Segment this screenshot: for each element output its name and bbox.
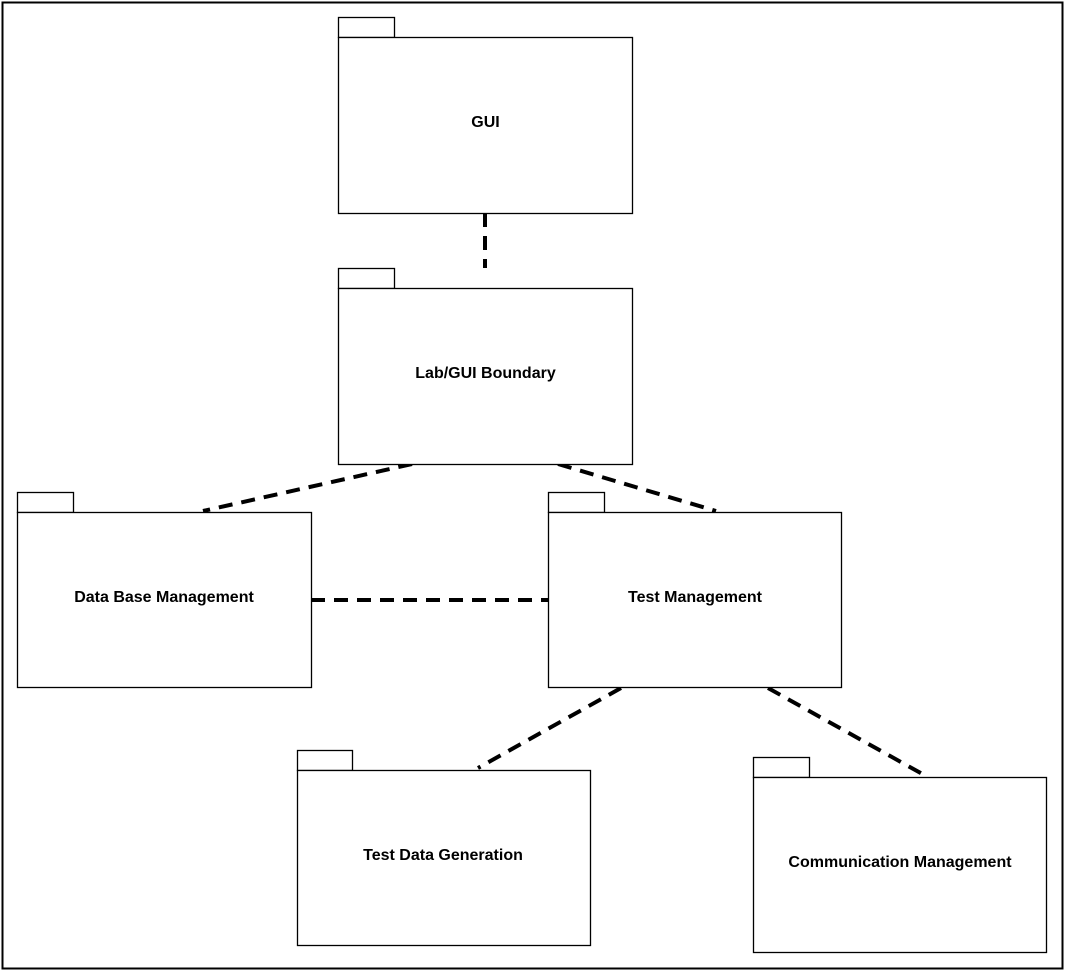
connector-lab-gui-boundary-to-test-management [557,462,717,513]
package-body [547,511,843,689]
connectors [202,213,927,778]
package-tab [752,756,811,779]
package-tab [547,491,606,514]
package-tab [337,16,396,39]
package-body [296,769,592,947]
package-body [16,511,313,689]
package-data-base-management[interactable]: Data Base Management [16,491,313,689]
package-label: Test Management [628,589,763,606]
package-label: Data Base Management [74,589,254,606]
package-tab [16,491,75,514]
package-body [337,287,634,466]
connector-lab-gui-boundary-to-data-base-management [202,462,413,513]
package-test-management[interactable]: Test Management [547,491,843,689]
package-test-data-generation[interactable]: Test Data Generation [296,749,592,947]
package-communication-management[interactable]: Communication Management [752,756,1048,954]
connector-test-management-to-communication-management [767,686,927,778]
package-body [337,36,634,215]
package-body [752,776,1048,954]
package-label: Test Data Generation [363,847,523,864]
package-tab [337,267,396,290]
package-label: Lab/GUI Boundary [415,365,556,382]
package-label: Communication Management [788,854,1012,871]
connector-test-management-to-test-data-generation [477,686,622,770]
package-tab [296,749,354,772]
package-lab-gui-boundary[interactable]: Lab/GUI Boundary [337,267,634,466]
package-gui[interactable]: GUI [337,16,634,215]
package-label: GUI [471,114,499,131]
